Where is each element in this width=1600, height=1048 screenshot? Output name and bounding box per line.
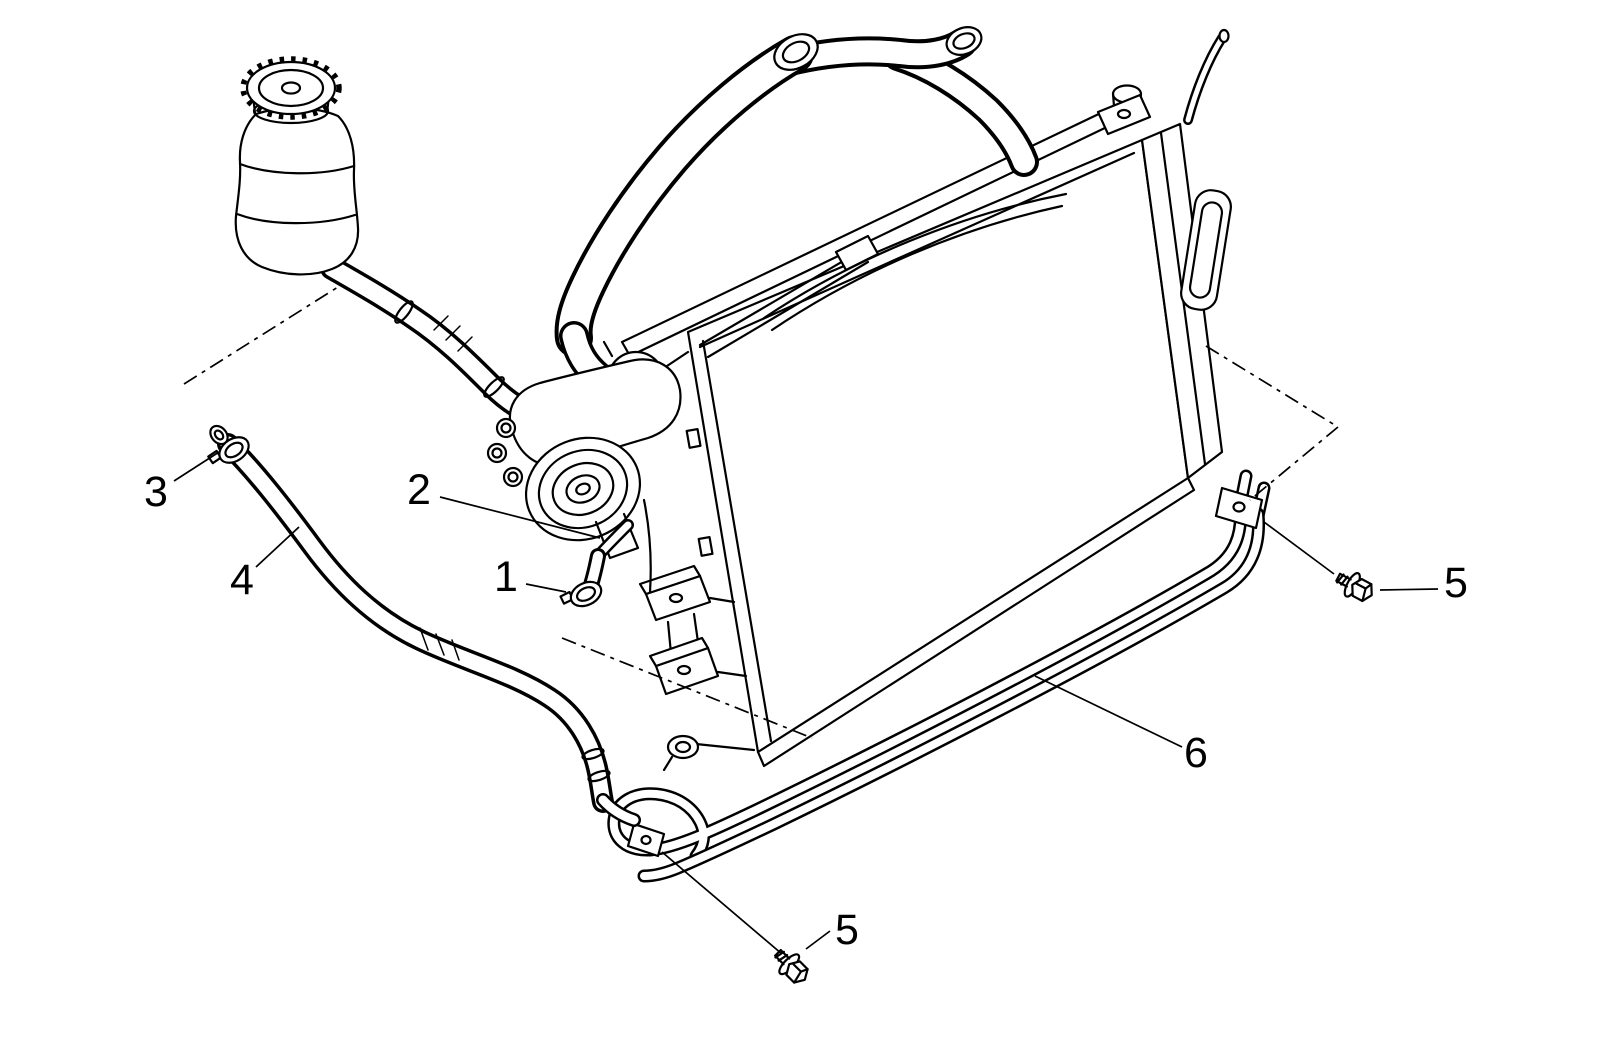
callout-2-leader <box>439 496 601 539</box>
callout-5-right-leader <box>1263 521 1439 591</box>
power-steering-pump <box>486 340 690 594</box>
phantom-lines <box>183 286 1339 739</box>
callout-1-label: 1 <box>494 553 518 601</box>
callout-1-leader <box>525 583 567 593</box>
supply-hose-clamp <box>394 300 414 324</box>
callout-2: 2 <box>407 466 601 539</box>
hose-clamp-3 <box>207 436 250 465</box>
supply-hose-clamp <box>483 376 505 398</box>
callout-5-bottom-label: 5 <box>835 906 859 954</box>
cooler-pipe-assembly <box>607 469 1271 883</box>
callout-4-leader <box>255 526 300 568</box>
pipe-bracket-left <box>626 822 666 858</box>
fan-shroud-edge <box>762 192 1068 332</box>
callout-5-right: 5 <box>1263 521 1468 607</box>
callout-5-bottom-leader <box>661 851 831 955</box>
callout-2-label: 2 <box>407 466 431 514</box>
hose-clamp-1 <box>559 580 603 608</box>
callout-4-label: 4 <box>230 556 254 604</box>
reservoir-body <box>234 107 360 276</box>
upper-radiator-hoses <box>554 26 1039 391</box>
top-mount-bracket <box>1096 93 1152 136</box>
bolt-5-bottom <box>767 942 816 991</box>
power-steering-reservoir <box>234 56 554 430</box>
callout-3-leader <box>173 451 220 482</box>
return-hose-4 <box>207 424 641 827</box>
radiator-core <box>686 138 1190 754</box>
hose-open-end <box>209 424 229 446</box>
pump-outlet-fitting <box>559 519 634 608</box>
overflow-tube-end <box>1218 28 1230 44</box>
callout-6-label: 6 <box>1184 729 1208 777</box>
radiator-assembly <box>620 28 1232 772</box>
callout-5-bottom: 5 <box>661 851 859 955</box>
radiator-tie-bar <box>620 98 1136 358</box>
callout-5-right-label: 5 <box>1444 559 1468 607</box>
tank-handle-bracket <box>1180 189 1232 311</box>
hose-open-end <box>773 33 819 71</box>
shroud-mount-block <box>834 234 880 272</box>
bolt-5-right <box>1330 564 1379 608</box>
callout-4: 4 <box>230 526 300 604</box>
pipe-bracket-right <box>1214 486 1264 530</box>
callouts: 1 2 3 4 5 5 6 <box>144 451 1468 955</box>
callout-6-leader <box>1034 675 1183 748</box>
callout-6: 6 <box>1034 675 1208 777</box>
callout-3: 3 <box>144 451 220 516</box>
drain-petcock <box>666 734 700 760</box>
callout-1: 1 <box>494 553 567 601</box>
hose-open-end <box>945 26 983 56</box>
callout-3-label: 3 <box>144 468 168 516</box>
